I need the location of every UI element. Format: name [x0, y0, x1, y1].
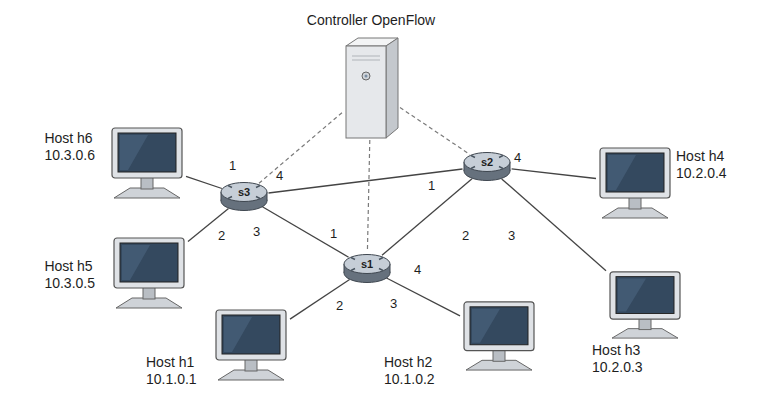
ip-address: 10.2.0.3 — [592, 359, 643, 376]
network-link — [262, 207, 348, 257]
port-number: 4 — [514, 150, 521, 165]
host-name: Host h3 — [592, 342, 643, 359]
host-label: Host h610.3.0.6 — [44, 130, 95, 164]
port-number: 3 — [253, 224, 260, 239]
switch-label: s1 — [342, 255, 392, 272]
host-computer-icon — [460, 300, 538, 372]
ip-address: 10.3.0.5 — [44, 275, 95, 292]
network-link — [269, 169, 463, 193]
port-number: 1 — [428, 178, 435, 193]
controller-node: Controller OpenFlow — [342, 36, 400, 140]
control-link — [367, 140, 369, 252]
host-computer-icon — [110, 236, 188, 310]
host-label: Host h510.3.0.5 — [44, 258, 95, 292]
host-label: Host h410.2.0.4 — [676, 148, 727, 182]
host-node: Host h410.2.0.4 — [596, 146, 674, 220]
port-number: 2 — [218, 228, 225, 243]
host-computer-icon — [212, 308, 290, 382]
switch-node: s3 — [219, 180, 269, 212]
network-link — [512, 169, 596, 179]
host-name: Host h1 — [146, 354, 197, 371]
port-number: 1 — [330, 226, 337, 241]
switch-label: s2 — [462, 153, 512, 170]
port-number: 3 — [390, 296, 397, 311]
switch-node: s1 — [342, 252, 392, 284]
ip-address: 10.2.0.4 — [676, 165, 727, 182]
ip-address: 10.3.0.6 — [44, 147, 95, 164]
port-number: 2 — [462, 228, 469, 243]
host-computer-icon — [108, 126, 186, 200]
control-link — [259, 113, 342, 184]
host-label: Host h310.2.0.3 — [592, 342, 643, 376]
host-name: Host h5 — [44, 258, 95, 275]
host-name: Host h6 — [44, 130, 95, 147]
host-node: Host h310.2.0.3 — [606, 270, 684, 340]
network-link — [382, 179, 472, 255]
switch-node: s2 — [462, 150, 512, 182]
host-node: Host h610.3.0.6 — [108, 126, 186, 200]
switch-name: s3 — [238, 186, 250, 198]
host-computer-icon — [606, 270, 684, 340]
network-link — [502, 179, 606, 271]
port-number: 4 — [276, 168, 283, 183]
port-number: 1 — [229, 158, 236, 173]
controller-name: Controller OpenFlow — [307, 12, 435, 29]
switch-label: s3 — [219, 183, 269, 200]
host-node: Host h210.1.0.2 — [460, 300, 538, 372]
host-computer-icon — [596, 146, 674, 220]
host-label: Host h110.1.0.1 — [146, 354, 197, 388]
host-node: Host h510.3.0.5 — [110, 236, 188, 310]
controller-label: Controller OpenFlow — [307, 12, 435, 29]
host-node: Host h110.1.0.1 — [212, 308, 290, 382]
ip-address: 10.1.0.1 — [146, 371, 197, 388]
port-number: 2 — [336, 298, 343, 313]
host-name: Host h2 — [384, 354, 435, 371]
network-link — [290, 280, 350, 320]
switch-name: s1 — [361, 258, 373, 270]
controller-server-icon — [342, 36, 400, 140]
host-label: Host h210.1.0.2 — [384, 354, 435, 388]
network-link — [387, 278, 461, 316]
network-link — [186, 176, 222, 188]
control-link — [400, 108, 470, 155]
host-name: Host h4 — [676, 148, 727, 165]
ip-address: 10.1.0.2 — [384, 371, 435, 388]
port-number: 4 — [414, 262, 421, 277]
switch-name: s2 — [481, 156, 493, 168]
port-number: 3 — [508, 228, 515, 243]
